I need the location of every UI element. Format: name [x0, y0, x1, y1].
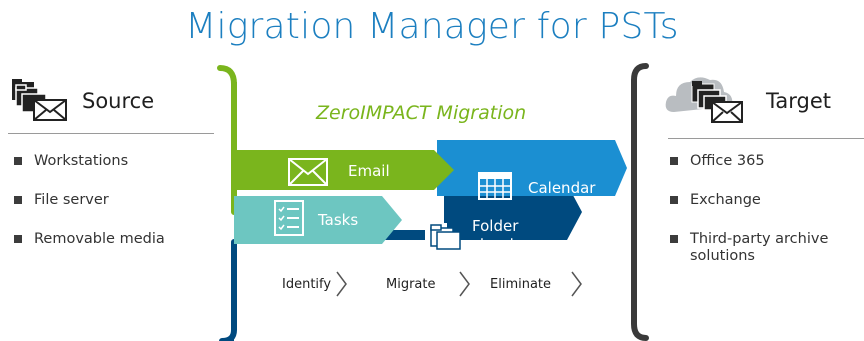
blue-band: [437, 140, 627, 196]
list-item: Exchange: [670, 192, 860, 209]
envelope-icon: [288, 158, 328, 186]
list-item: Office 365: [670, 153, 860, 170]
checklist-icon: [274, 200, 304, 236]
step-migrate: Migrate: [386, 277, 436, 292]
calendar-icon: [478, 172, 512, 200]
target-list: Office 365 Exchange Third-party archive …: [670, 153, 860, 287]
source-divider: [8, 133, 214, 134]
folder-label-line2: structure: [472, 235, 541, 253]
list-item: Third-party archive solutions: [670, 231, 860, 265]
list-item: Workstations: [14, 153, 214, 170]
target-divider: [668, 138, 864, 139]
step-chevron: [336, 271, 347, 297]
envelope-with-folders-icon: [12, 79, 67, 121]
right-bracket: [631, 63, 649, 341]
calendar-label: Calendar: [528, 179, 596, 197]
folders-icon: [425, 220, 461, 250]
step-eliminate: Eliminate: [490, 277, 552, 292]
cloud-folders-envelope-icon: [665, 77, 743, 123]
page-title: Migration Manager for PSTs: [185, 6, 679, 47]
list-item: File server: [14, 192, 214, 209]
step-chevron: [459, 271, 470, 297]
step-chevron: [571, 271, 582, 297]
subtitle: ZeroIMPACT Migration: [316, 102, 527, 124]
green-band: [234, 150, 454, 190]
folder-label-line1: Folder: [472, 217, 519, 235]
list-item: Removable media: [14, 231, 214, 248]
navy-band: [224, 184, 582, 341]
email-label: Email: [348, 162, 390, 180]
target-heading: Target: [766, 89, 831, 113]
tasks-label: Tasks: [318, 211, 359, 229]
source-heading: Source: [82, 89, 155, 113]
source-list: Workstations File server Removable media: [14, 153, 214, 270]
folder-structure-label: Folder structure: [472, 217, 540, 253]
step-identify: Identify: [282, 277, 332, 292]
